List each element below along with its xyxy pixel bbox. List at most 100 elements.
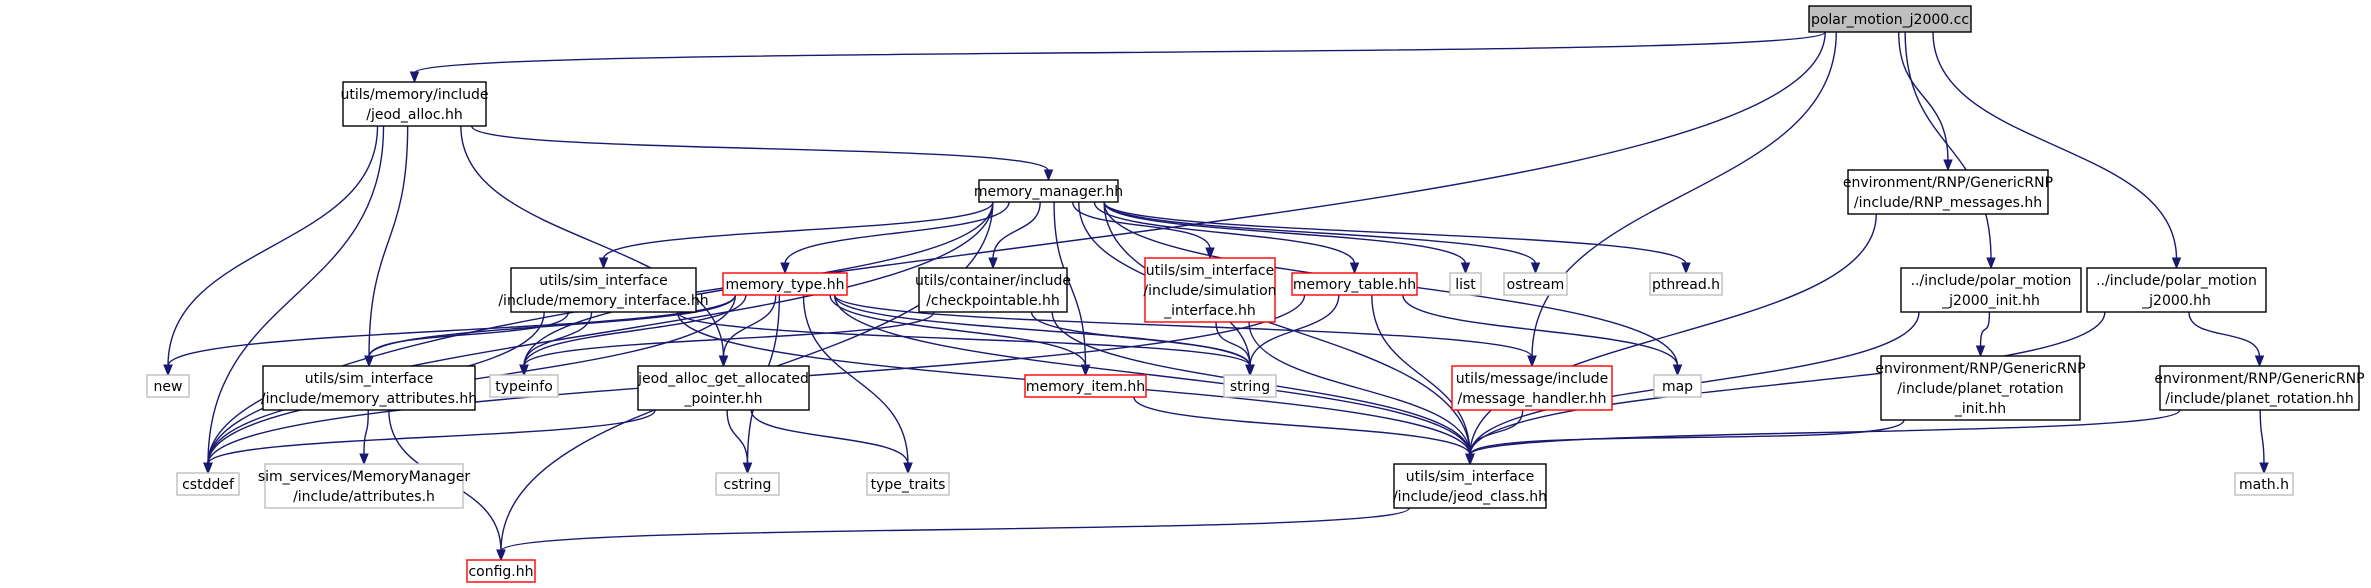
node-simulation-interface[interactable]: utils/sim_interface/include/simulation_i… (1143, 257, 1277, 323)
edge-line (1249, 294, 1340, 367)
edge-line (2259, 409, 2265, 465)
edge-memory-manager-to-memory-interface (598, 201, 994, 270)
edge-line (1093, 201, 1356, 265)
edge-memory-item-to-jeod-class (1133, 396, 1475, 466)
node-memory-manager[interactable]: memory_manager.hh (974, 179, 1123, 203)
edge-arrowhead (1672, 364, 1683, 377)
edge-line (1469, 419, 1905, 456)
node-memory-table[interactable]: memory_table.hh (1291, 272, 1418, 296)
node-get-allocated-pointer[interactable]: jeod_alloc_get_allocated_pointer.hh (637, 365, 810, 411)
edge-arrowhead (163, 364, 173, 377)
node-label-line: ../include/polar_motion (2096, 273, 2257, 289)
edge-checkpointable-to-typeinfo (519, 311, 935, 377)
edge-line (833, 294, 1533, 358)
node-label-line: environment/RNP/GenericRNP (2154, 371, 2364, 387)
edge-arrowhead (519, 364, 529, 377)
node-label-line: /jeod_alloc.hh (366, 107, 463, 123)
node-attributes-h: sim_services/MemoryManager/include/attri… (258, 463, 471, 509)
node-box (2086, 267, 2267, 313)
node-polar-motion-init[interactable]: ../include/polar_motion_j2000_init.hh (1900, 267, 2082, 313)
node-label-line: environment/RNP/GenericRNP (1843, 175, 2053, 191)
node-box (1900, 267, 2082, 313)
node-label-line: typeinfo (495, 379, 553, 395)
node-label-line: sim_services/MemoryManager (258, 469, 471, 485)
edge-planet-rotation-to-math-h (2259, 409, 2269, 475)
node-box (1449, 272, 1482, 296)
node-checkpointable[interactable]: utils/container/include/checkpointable.h… (915, 267, 1071, 313)
node-cstddef: cstddef (176, 472, 240, 496)
node-box (918, 267, 1068, 313)
edge-arrowhead (988, 257, 998, 270)
edge-line (1469, 409, 2181, 456)
edge-line (523, 294, 747, 367)
node-polar-motion-hh[interactable]: ../include/polar_motion_j2000.hh (2086, 267, 2267, 313)
node-box (1393, 463, 1547, 509)
node-box (978, 179, 1119, 203)
edge-arrowhead (1681, 262, 1691, 275)
edge-root-to-jeod-alloc (409, 31, 1826, 84)
node-jeod-alloc[interactable]: utils/memory/include/jeod_alloc.hh (340, 81, 489, 127)
edge-arrowhead (2254, 355, 2265, 368)
edge-memory-attributes-to-attributes-h (359, 409, 369, 466)
node-box (1653, 374, 1702, 398)
edge-memory-manager-to-memory-type (780, 201, 1010, 275)
node-root[interactable]: polar_motion_j2000.cc (1808, 5, 1972, 33)
edge-line (1469, 311, 2106, 456)
edge-root-to-message-handler (1527, 31, 1837, 368)
node-label-line: memory_table.hh (1293, 277, 1416, 293)
node-planet-rotation-init[interactable]: environment/RNP/GenericRNP/include/plane… (1875, 355, 2086, 421)
edge-rnp-messages-to-jeod-class (1465, 213, 1877, 466)
node-label-line: math.h (2239, 477, 2289, 493)
node-jeod-class[interactable]: utils/sim_interface/include/jeod_class.h… (1393, 463, 1547, 509)
edge-jeod-class-to-config (496, 507, 1410, 562)
node-string: string (1223, 374, 1277, 398)
edge-memory-type-to-get-allocated-pointer (718, 294, 777, 368)
node-box (722, 272, 848, 296)
node-label-line: map (1662, 379, 1693, 395)
node-message-handler[interactable]: utils/message/include/message_handler.hh (1451, 365, 1613, 411)
edge-arrowhead (496, 549, 506, 562)
node-box (715, 472, 780, 496)
edge-line (1103, 201, 1687, 265)
node-config[interactable]: config.hh (466, 559, 536, 583)
edge-memory-manager-to-memory-table (1093, 201, 1360, 275)
node-label-line: memory_manager.hh (974, 184, 1123, 200)
edge-line (1402, 294, 1679, 367)
edge-get-allocated-pointer-to-cstddef (203, 409, 656, 475)
node-box (866, 472, 950, 496)
node-layer: polar_motion_j2000.cc utils/memory/includ… (146, 5, 2365, 583)
edge-arrowhead (2171, 257, 2182, 270)
node-memory-item[interactable]: memory_item.hh (1024, 374, 1147, 398)
edge-get-allocated-pointer-to-cstring (726, 409, 753, 475)
node-label-line: _j2000_init.hh (1941, 293, 2040, 309)
edge-memory-manager-to-checkpointable (988, 201, 1041, 270)
edge-line (413, 31, 1826, 74)
node-planet-rotation[interactable]: environment/RNP/GenericRNP/include/plane… (2154, 365, 2365, 411)
node-label-line: /checkpointable.hh (926, 293, 1060, 309)
node-label-line: /include/memory_interface.hh (498, 293, 708, 309)
edge-arrowhead (2259, 462, 2269, 475)
node-memory-interface[interactable]: utils/sim_interface/include/memory_inter… (498, 267, 709, 313)
node-label-line: /include/planet_rotation (1897, 381, 2063, 397)
node-label-line: utils/sim_interface (1146, 263, 1274, 279)
node-rnp-messages[interactable]: environment/RNP/GenericRNP/include/RNP_m… (1843, 169, 2053, 215)
node-box (1024, 374, 1147, 398)
edge-polar-motion-init-to-planet-rotation-init (1975, 311, 1991, 358)
edge-memory-type-to-memory-attributes (364, 294, 737, 368)
node-memory-attributes[interactable]: utils/sim_interface/include/memory_attri… (261, 365, 477, 411)
edge-line (784, 201, 1010, 265)
node-label-line: memory_item.hh (1026, 379, 1145, 395)
node-memory-type[interactable]: memory_type.hh (722, 272, 848, 296)
node-ostream: ostream (1503, 272, 1568, 296)
edge-arrowhead (1460, 262, 1471, 275)
edge-arrowhead (903, 462, 913, 475)
node-label-line: _pointer.hh (684, 391, 763, 407)
edge-arrowhead (598, 257, 609, 270)
node-box (2159, 365, 2360, 411)
edge-line (1030, 311, 1251, 367)
edge-line (207, 409, 656, 465)
edge-memory-manager-to-pthread (1103, 201, 1691, 275)
node-label-line: /include/simulation (1143, 283, 1276, 299)
edge-line (1133, 396, 1471, 456)
